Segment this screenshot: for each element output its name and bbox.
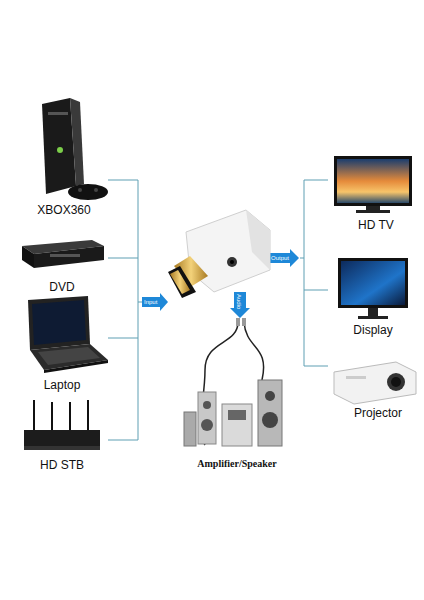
device-label-box: Projector (354, 406, 402, 420)
audio-arrow (230, 292, 250, 318)
device-label: Amplifier/Speaker (197, 458, 276, 469)
device-label-box: XBOX360 (37, 203, 90, 217)
laptop-figure (28, 296, 108, 373)
tv-figure (334, 156, 412, 213)
arrow-caption: Audio (236, 294, 242, 309)
jack-plug (242, 318, 246, 326)
device-label-box: Display (353, 323, 392, 337)
bracket-lines (108, 180, 328, 440)
device-label: HD TV (358, 218, 394, 232)
input-arrow (142, 293, 168, 311)
device-label: Display (353, 323, 392, 337)
output-arrow (270, 249, 299, 267)
device-label: HD STB (40, 458, 84, 472)
device-label-box: Laptop (44, 378, 81, 392)
device-label: XBOX360 (37, 203, 90, 217)
device-label: Projector (354, 406, 402, 420)
arrow-caption: Output (271, 255, 289, 261)
xbox-figure (42, 98, 108, 200)
device-label-box: HD TV (358, 218, 394, 232)
device-label-box: HD STB (40, 458, 84, 472)
device-label-box: DVD (49, 280, 74, 294)
device-label: Laptop (44, 378, 81, 392)
arrow-caption: Input (144, 299, 157, 305)
projector-figure (334, 362, 416, 404)
device-label: DVD (49, 280, 74, 294)
device-label-box: Amplifier/Speaker (197, 458, 276, 469)
adapter-figure (168, 210, 270, 298)
monitor-figure (338, 258, 408, 319)
dvd-figure (22, 240, 104, 268)
router-figure (24, 400, 100, 450)
speaker-figure (184, 380, 282, 446)
jack-plug (236, 318, 240, 326)
